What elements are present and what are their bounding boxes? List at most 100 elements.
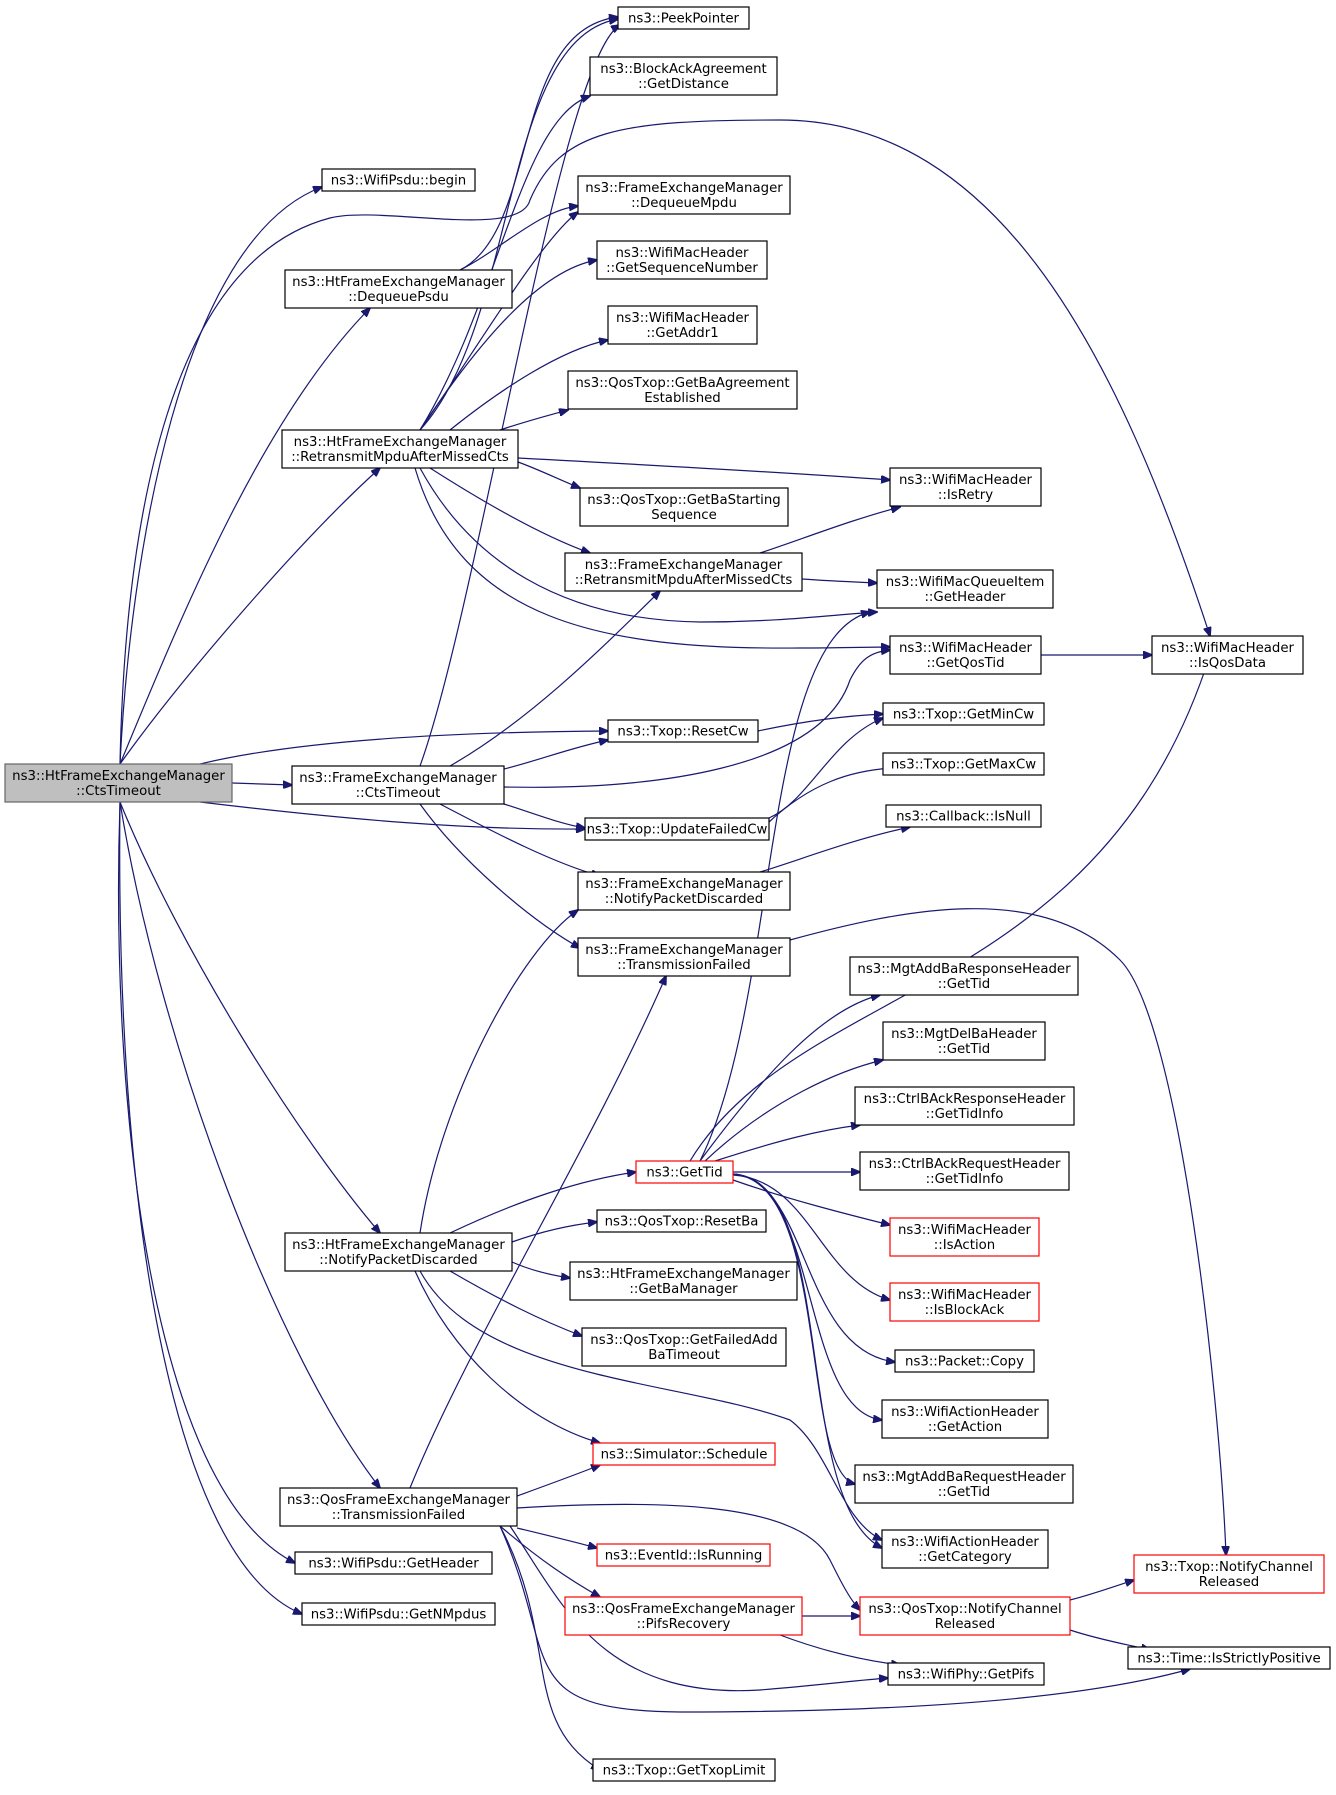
node-isnull[interactable]: ns3::Callback::IsNull [885,804,1042,828]
edge-qosfem_transmissionfailed-to-isrunning [516,1527,597,1548]
node-ctrlbackreq_gettidinfo[interactable]: ns3::CtrlBAckRequestHeader::GetTidInfo [859,1151,1070,1191]
node-isaction[interactable]: ns3::WifiMacHeader::IsAction [889,1217,1040,1257]
edge-htfem_retransmit-to-getbastarting [517,461,580,488]
node-label: ns3::GetTid [646,1166,722,1181]
node-label: ::IsBlockAck [925,1303,1005,1318]
edge-root-to-isqosdata [119,119,1210,765]
node-getmaxcw[interactable]: ns3::Txop::GetMaxCw [882,752,1045,776]
node-label: ns3::WifiMacHeader [1161,641,1295,656]
node-label: ::PifsRecovery [637,1617,731,1632]
node-addbaresp_gettid[interactable]: ns3::MgtAddBaResponseHeader::GetTid [849,956,1079,996]
node-isrunning[interactable]: ns3::EventId::IsRunning [596,1543,771,1567]
node-box [635,1160,734,1184]
node-gettid[interactable]: ns3::GetTid [635,1160,734,1184]
node-getqostid[interactable]: ns3::WifiMacHeader::GetQosTid [889,635,1042,675]
node-schedule[interactable]: ns3::Simulator::Schedule [592,1442,776,1466]
node-label: ns3::Txop::GetMinCw [893,708,1034,723]
node-qosfem_transmissionfailed[interactable]: ns3::QosFrameExchangeManager::Transmissi… [279,1487,518,1527]
edge-fem_retransmit-to-queueitem_getheader [801,578,877,583]
node-fem_ctstimeout[interactable]: ns3::FrameExchangeManager::CtsTimeout [291,765,505,805]
node-label: ns3::QosTxop::GetFailedAdd [590,1333,777,1348]
node-psdu_getnmpdus[interactable]: ns3::WifiPsdu::GetNMpdus [301,1602,496,1626]
edge-root-to-qosfem_transmissionfailed [119,801,380,1488]
node-box [889,467,1042,507]
node-box [564,1596,803,1636]
node-psdubegin[interactable]: ns3::WifiPsdu::begin [321,168,476,192]
edge-htfem_retransmit-to-fem_retransmit [429,467,590,553]
node-box [592,1442,776,1466]
node-updatefailedcw[interactable]: ns3::Txop::UpdateFailedCw [584,817,770,841]
node-label: ns3::MgtAddBaResponseHeader [857,962,1071,977]
node-label: ns3::QosFrameExchangeManager [287,1493,511,1508]
node-fem_transmissionfailed[interactable]: ns3::FrameExchangeManager::TransmissionF… [577,937,791,977]
node-getdist[interactable]: ns3::BlockAckAgreement::GetDistance [589,56,778,96]
node-getaddr1[interactable]: ns3::WifiMacHeader::GetAddr1 [607,305,758,345]
node-label: ::GetTidInfo [926,1107,1004,1122]
node-label: ::GetTid [938,1485,991,1500]
node-packetcopy[interactable]: ns3::Packet::Copy [894,1349,1035,1373]
node-isblockack[interactable]: ns3::WifiMacHeader::IsBlockAck [889,1282,1040,1322]
node-label: ns3::Txop::NotifyChannel [1145,1560,1313,1575]
node-isqosdata[interactable]: ns3::WifiMacHeader::IsQosData [1151,635,1304,675]
node-box [882,1021,1046,1061]
node-resetba[interactable]: ns3::QosTxop::ResetBa [596,1209,767,1233]
node-getseq[interactable]: ns3::WifiMacHeader::GetSequenceNumber [596,240,768,280]
edge-gettid-to-delba_gettid [704,1060,883,1162]
node-queueitem_getheader[interactable]: ns3::WifiMacQueueItem::GetHeader [876,569,1054,609]
node-getbamanager[interactable]: ns3::HtFrameExchangeManager::GetBaManage… [569,1261,798,1301]
node-fem_notifydiscarded[interactable]: ns3::FrameExchangeManager::NotifyPacketD… [577,871,791,911]
node-label: ns3::WifiPsdu::GetNMpdus [311,1608,487,1623]
edge-htfem_retransmit-to-getaddr1 [449,340,608,431]
edge-htfem_notifydiscarded-to-schedule [414,1270,600,1443]
node-getcategory[interactable]: ns3::WifiActionHeader::GetCategory [881,1529,1049,1569]
node-root[interactable]: ns3::HtFrameExchangeManager::CtsTimeout [4,763,233,803]
node-isstrictlypositive[interactable]: ns3::Time::IsStrictlyPositive [1127,1646,1331,1670]
node-psdu_getheader[interactable]: ns3::WifiPsdu::GetHeader [294,1551,493,1575]
edge-qosfem_transmissionfailed-to-schedule [516,1465,600,1497]
node-htfem_notifydiscarded[interactable]: ns3::HtFrameExchangeManager::NotifyPacke… [284,1232,513,1272]
node-label: ns3::Time::IsStrictlyPositive [1137,1652,1320,1667]
edge-updatefailedcw-to-getmaxcw [768,768,895,823]
node-label: ns3::HtFrameExchangeManager [292,1238,505,1253]
edge-qosfem_transmissionfailed-to-fem_transmissionfailed [409,976,666,1489]
node-label: BaTimeout [648,1348,720,1363]
node-label: ns3::CtrlBAckRequestHeader [869,1157,1061,1172]
edge-htfem_dequeuepsdu-to-peek [459,17,618,271]
node-box [281,429,519,469]
node-label: ns3::PeekPointer [628,12,740,27]
node-getpifs[interactable]: ns3::WifiPhy::GetPifs [887,1662,1045,1686]
node-label: ns3::HtFrameExchangeManager [294,435,507,450]
node-delba_gettid[interactable]: ns3::MgtDelBaHeader::GetTid [882,1021,1046,1061]
node-label: ns3::HtFrameExchangeManager [577,1267,790,1282]
node-ctrlbackresp_gettidinfo[interactable]: ns3::CtrlBAckResponseHeader::GetTidInfo [854,1086,1075,1126]
node-htfem_dequeuepsdu[interactable]: ns3::HtFrameExchangeManager::DequeuePsdu [284,269,513,309]
node-label: ::DequeuePsdu [348,290,449,305]
edge-root-to-psdu_getnmpdus [119,801,302,1614]
node-box [881,1399,1049,1439]
node-label: Sequence [651,508,717,523]
node-getmincw[interactable]: ns3::Txop::GetMinCw [882,702,1045,726]
node-getaction[interactable]: ns3::WifiActionHeader::GetAction [881,1399,1049,1439]
edge-qostxop_notifychannel-to-txop_notifychannel [1069,1580,1134,1601]
node-label: ::GetAction [928,1420,1002,1435]
node-isretry[interactable]: ns3::WifiMacHeader::IsRetry [889,467,1042,507]
node-fem_dequeuempdu[interactable]: ns3::FrameExchangeManager::DequeueMpdu [577,175,791,215]
node-box [592,1758,776,1782]
node-addbareq_gettid[interactable]: ns3::MgtAddBaRequestHeader::GetTid [854,1464,1074,1504]
node-label: ::CtsTimeout [76,784,161,799]
node-pifsrecovery[interactable]: ns3::QosFrameExchangeManager::PifsRecove… [564,1596,803,1636]
node-peek[interactable]: ns3::PeekPointer [617,6,750,30]
node-box [889,635,1042,675]
node-gettxoplimit[interactable]: ns3::Txop::GetTxopLimit [592,1758,776,1782]
node-label: ns3::Packet::Copy [905,1355,1024,1370]
node-fem_retransmit[interactable]: ns3::FrameExchangeManager::RetransmitMpd… [564,552,803,592]
node-label: ns3::QosTxop::GetBaAgreement [575,376,789,391]
node-resetcw[interactable]: ns3::Txop::ResetCw [607,719,759,743]
node-htfem_retransmit[interactable]: ns3::HtFrameExchangeManager::RetransmitM… [281,429,519,469]
